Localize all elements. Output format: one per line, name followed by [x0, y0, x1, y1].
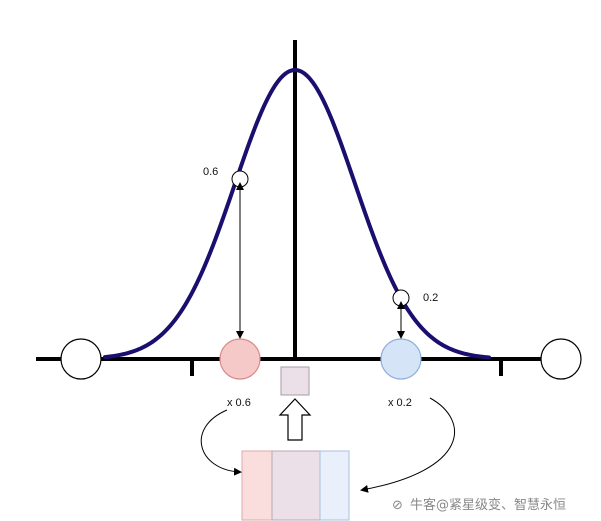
- watermark-logo-icon: ⊘: [392, 498, 403, 513]
- right-value-label: 0.2: [423, 292, 438, 304]
- result-box-mixed: [271, 450, 321, 521]
- curved-arrow-right: [360, 397, 455, 493]
- curve-point-left: [231, 170, 249, 188]
- right-weight-label: x 0.2: [388, 397, 412, 409]
- endpoint-circle-left: [60, 338, 102, 380]
- blue-sample-node: [380, 338, 422, 380]
- mixed-pixel-box: [280, 366, 310, 396]
- result-box-blue: [319, 450, 350, 521]
- left-value-label: 0.6: [203, 166, 218, 178]
- hollow-up-arrow: [278, 398, 312, 441]
- red-sample-node: [219, 338, 261, 380]
- curve-point-right: [392, 289, 410, 307]
- gaussian-curve: [103, 67, 491, 360]
- curved-arrow-left: [200, 409, 242, 476]
- watermark-text: 牛客@紧星级变、智慧永恒: [410, 497, 566, 513]
- left-weight-label: x 0.6: [227, 397, 251, 409]
- endpoint-circle-right: [540, 338, 582, 380]
- result-box-red: [241, 450, 273, 521]
